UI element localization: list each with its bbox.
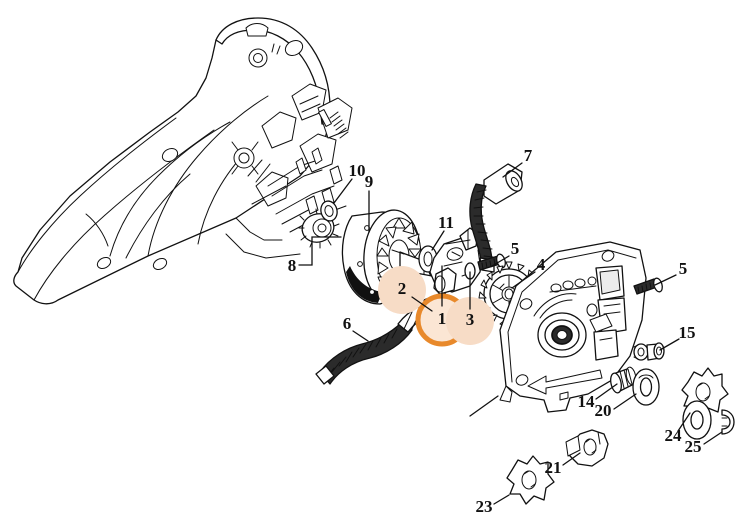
callout-number-c4: 4 bbox=[537, 255, 546, 274]
part-14-needle-bearing bbox=[610, 366, 637, 394]
leader-line-5 bbox=[654, 274, 677, 286]
oil-pump-mounting-plate bbox=[469, 241, 647, 417]
leader-line-4 bbox=[511, 271, 536, 289]
callout-number-c20: 20 bbox=[595, 401, 612, 420]
leader-line-7 bbox=[502, 162, 523, 178]
callout-number-c7: 7 bbox=[524, 146, 533, 165]
callout-number-c23: 23 bbox=[476, 497, 493, 516]
internal-coil-spring bbox=[329, 111, 349, 139]
leader-line-23 bbox=[493, 494, 510, 505]
callout-number-c6: 6 bbox=[343, 314, 352, 333]
flow-arrow bbox=[527, 369, 603, 395]
callout-number-c21: 21 bbox=[545, 458, 562, 477]
part-25-washer-eclip bbox=[682, 400, 735, 440]
body-internal-mechanism bbox=[231, 83, 353, 233]
part-8-pinion-gear bbox=[298, 208, 340, 249]
callout-number-c1: 1 bbox=[438, 309, 447, 328]
part-10-o-ring bbox=[320, 200, 338, 222]
callout-number-c8: 8 bbox=[288, 256, 297, 275]
callout-number-c2: 2 bbox=[398, 279, 407, 298]
callout-number-c10: 10 bbox=[349, 161, 366, 180]
callout-number-c5a: 5 bbox=[511, 239, 520, 258]
callout-number-c15: 15 bbox=[679, 323, 696, 342]
leader-line-20 bbox=[613, 393, 637, 410]
callout-number-c25: 25 bbox=[685, 437, 702, 456]
leader-line-8 bbox=[298, 236, 342, 266]
part-5b-screw bbox=[633, 277, 663, 295]
leader-line-10 bbox=[333, 178, 353, 204]
part-15-collar-screw bbox=[633, 342, 665, 361]
callout-number-c9: 9 bbox=[365, 172, 374, 191]
leader-line-2 bbox=[411, 296, 433, 312]
leader-line-14 bbox=[595, 383, 618, 400]
highlight-disc-2 bbox=[378, 266, 426, 314]
chainsaw-body-housing bbox=[13, 17, 353, 305]
oil-gallery-holes bbox=[549, 276, 597, 293]
leader-line-11 bbox=[431, 230, 445, 251]
leader-line-5 bbox=[491, 255, 510, 267]
highlight-layer bbox=[378, 266, 494, 347]
leader-line-6 bbox=[352, 330, 369, 342]
part-21-secondary-piece bbox=[499, 385, 513, 403]
highlight-disc-3 bbox=[446, 297, 494, 345]
callout-number-c24: 24 bbox=[665, 426, 683, 445]
leader-line-24 bbox=[677, 412, 691, 432]
part-20-washer bbox=[632, 368, 660, 406]
callout-leader-lines bbox=[298, 162, 723, 505]
leader-line-25 bbox=[703, 431, 723, 445]
part-21-drive-washer bbox=[565, 429, 609, 467]
callout-number-c14: 14 bbox=[578, 392, 596, 411]
callout-number-c3: 3 bbox=[466, 310, 475, 329]
part-23-sprocket bbox=[506, 455, 555, 505]
callout-number-c11: 11 bbox=[438, 213, 454, 232]
leader-line-15 bbox=[659, 338, 680, 351]
callout-number-c5b: 5 bbox=[679, 259, 688, 278]
leader-line-21 bbox=[562, 452, 581, 466]
